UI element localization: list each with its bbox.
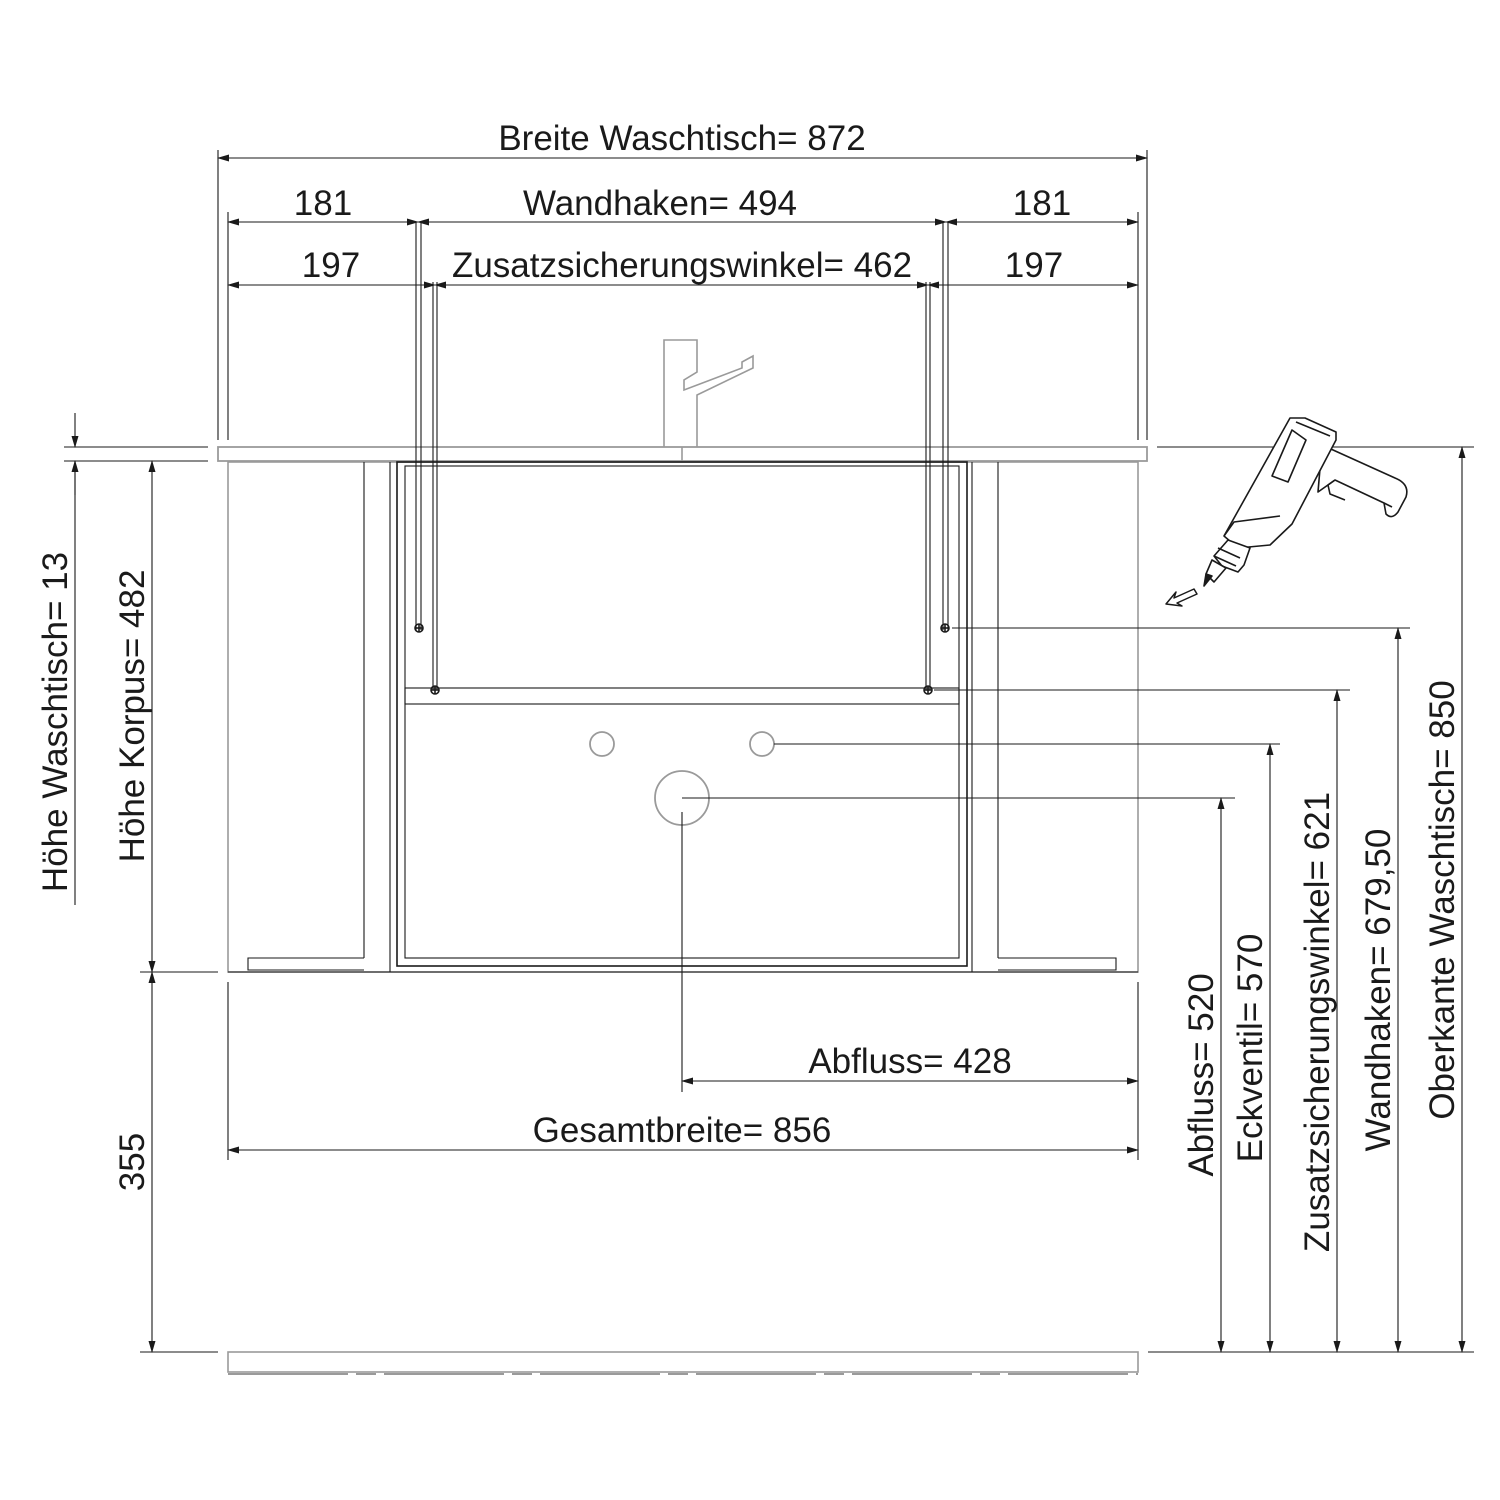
right-197-label: 197 — [1005, 246, 1063, 285]
gesamtbreite-label: Gesamtbreite= 856 — [533, 1111, 832, 1150]
angle-valve-right — [749, 731, 775, 757]
arrow-icon — [1165, 588, 1198, 607]
hoehe-korpus-label: Höhe Korpus= 482 — [113, 570, 152, 863]
right-leader-lines — [682, 446, 1474, 1353]
cabinet-corpus — [227, 461, 1139, 973]
right-181-label: 181 — [1013, 184, 1071, 223]
oberkante-height-label: Oberkante Waschtisch= 850 — [1423, 680, 1462, 1119]
left-197-label: 197 — [302, 246, 360, 285]
wall-hook-screw-left — [414, 623, 424, 633]
hook-guide-lines — [415, 222, 949, 690]
abfluss-width-label: Abfluss= 428 — [808, 1042, 1011, 1081]
zusatz-height-label: Zusatzsicherungswinkel= 621 — [1298, 792, 1337, 1252]
wandhaken-width-label: Wandhaken= 494 — [523, 184, 797, 223]
wandhaken-height-label: Wandhaken= 679,50 — [1359, 829, 1398, 1152]
faucet-icon — [663, 339, 754, 448]
eckventil-height-label: Eckventil= 570 — [1231, 934, 1270, 1163]
left-181-label: 181 — [294, 184, 352, 223]
drill-icon — [1203, 417, 1408, 587]
abfluss-height-label: Abfluss= 520 — [1182, 973, 1221, 1176]
bottom-extension-lines — [227, 982, 1139, 1160]
countertop — [217, 446, 1148, 462]
top-extension-lines — [217, 150, 1148, 440]
bracket-screw-right — [923, 685, 933, 695]
angle-valve-left — [589, 731, 615, 757]
bracket-screw-left — [430, 685, 440, 695]
zusatz-width-label: Zusatzsicherungswinkel= 462 — [452, 246, 912, 285]
floor-line — [227, 1351, 1139, 1375]
wall-hook-screw-right — [940, 623, 950, 633]
floor-gap-label: 355 — [113, 1133, 152, 1191]
hoehe-waschtisch-label: Höhe Waschtisch= 13 — [36, 552, 75, 892]
breite-label: Breite Waschtisch= 872 — [498, 119, 865, 158]
